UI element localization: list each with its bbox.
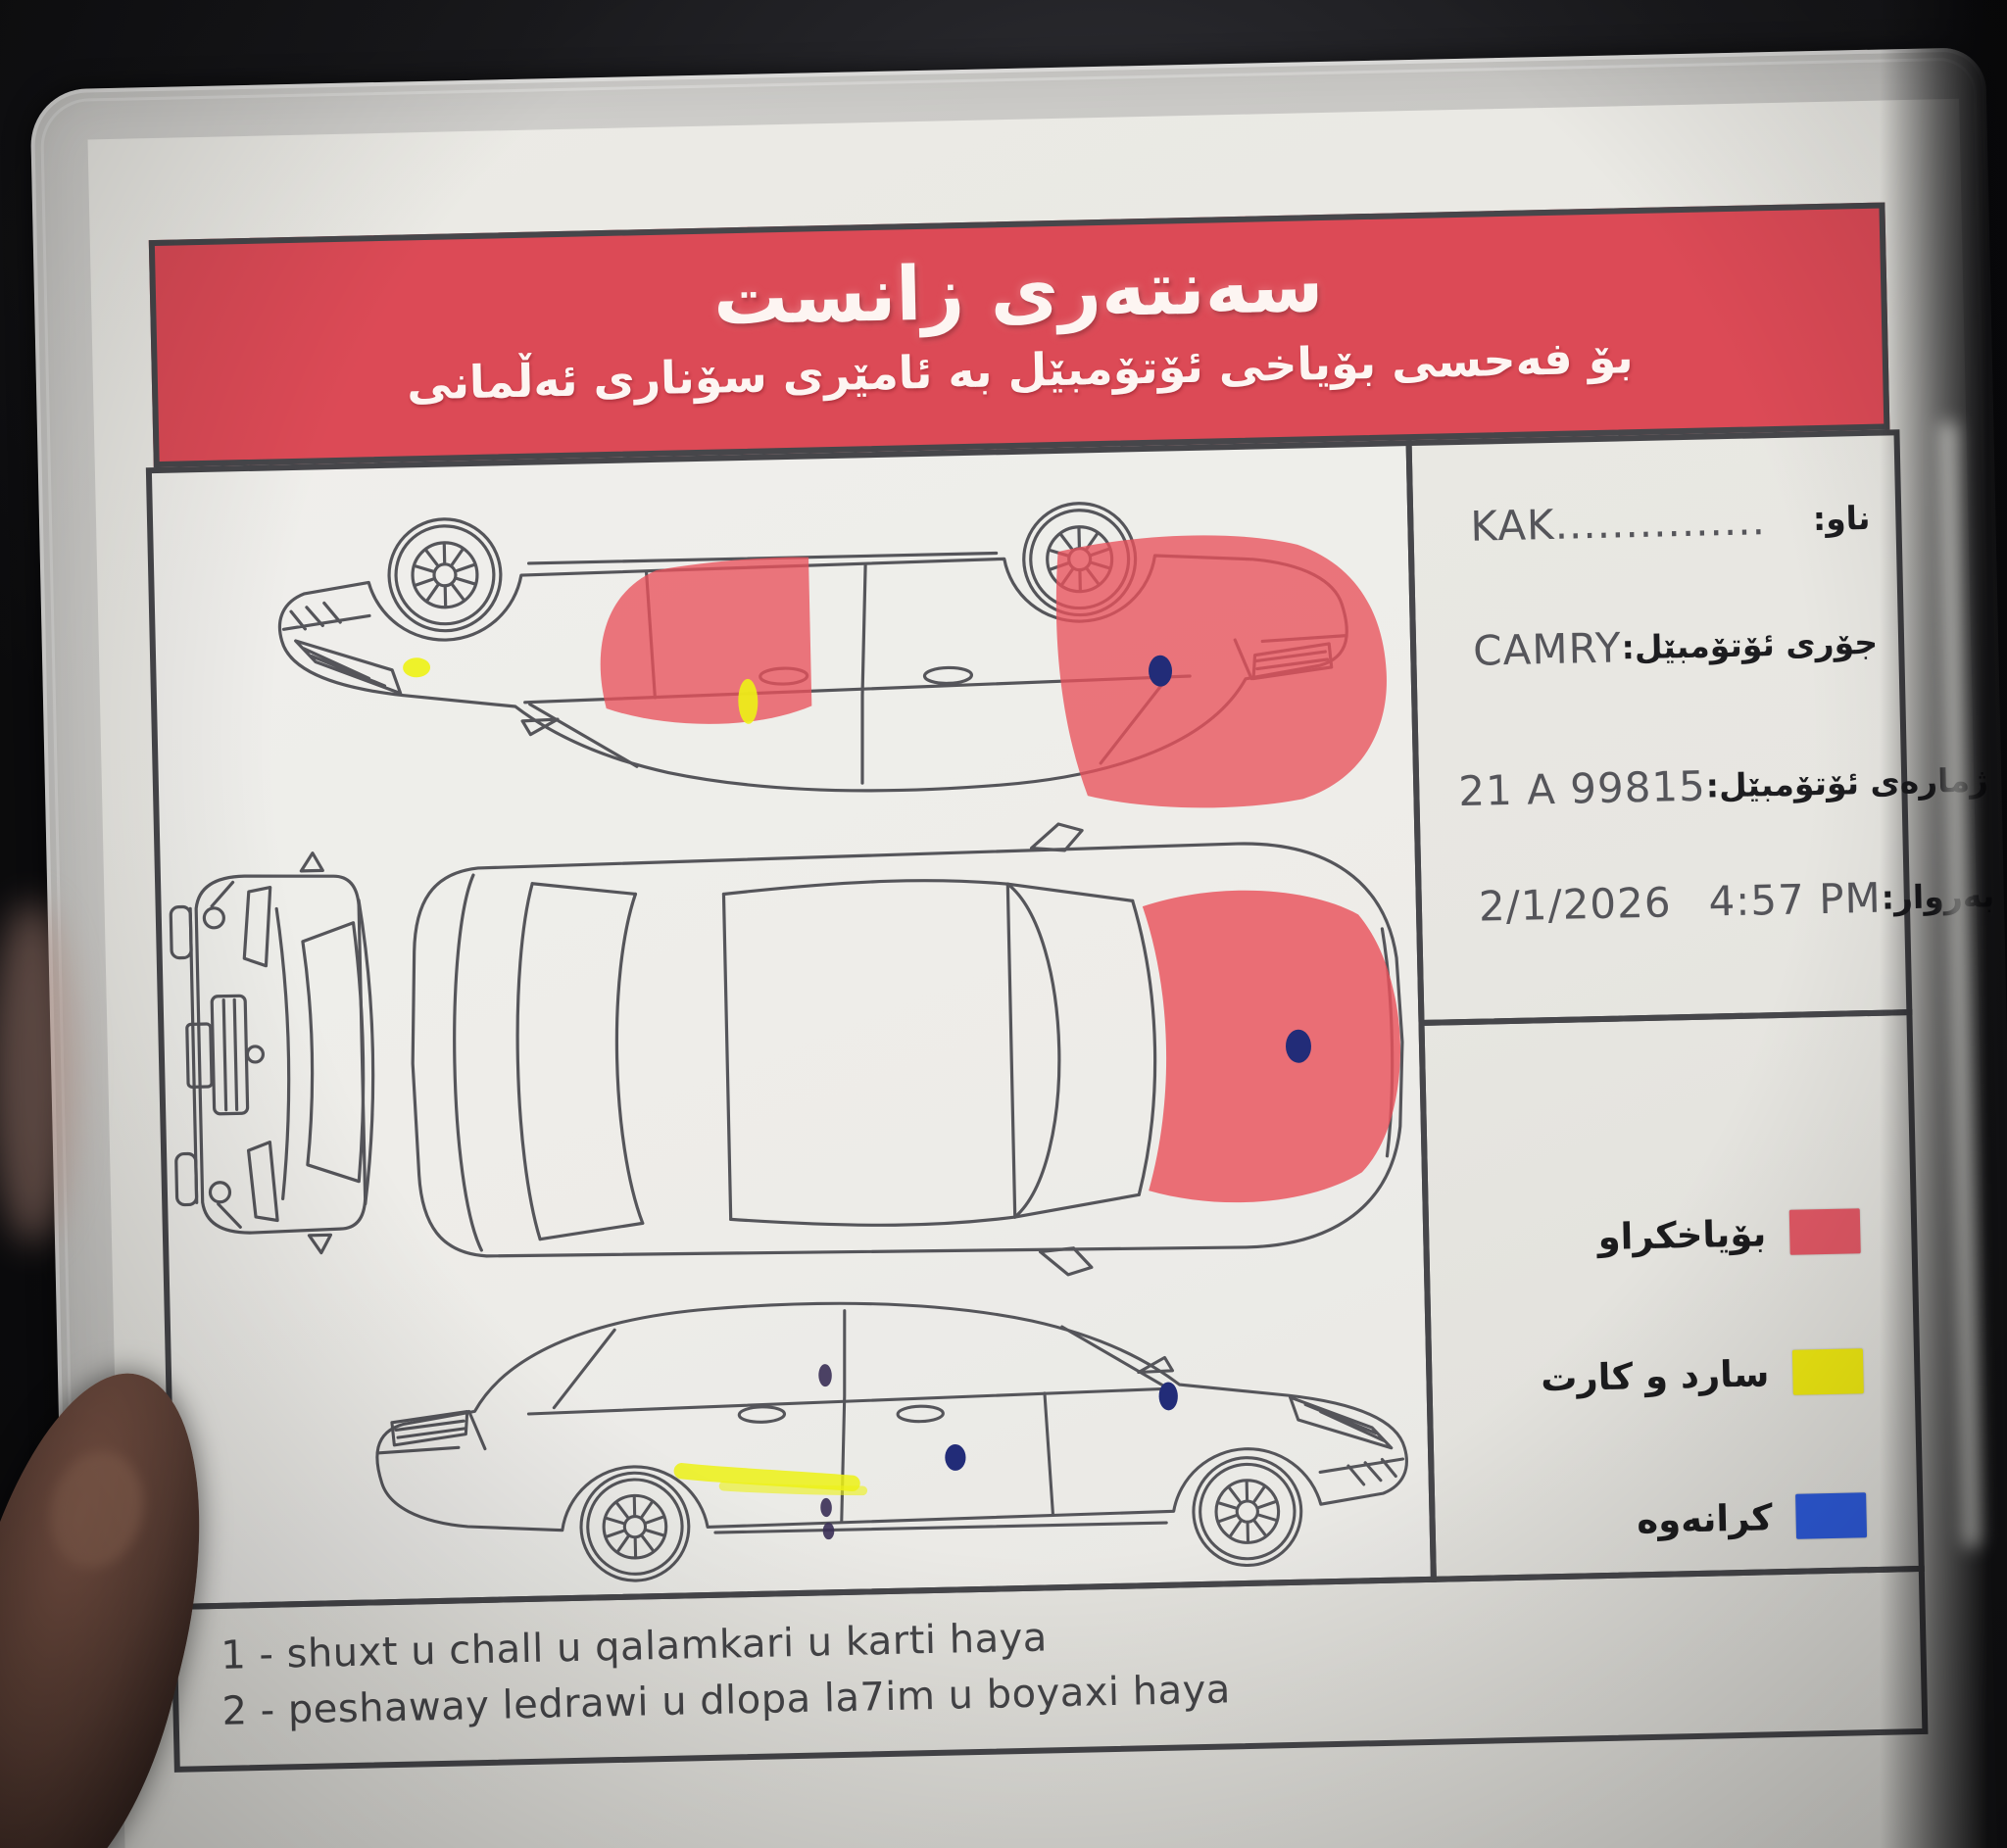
reopened-dot [1285,1029,1311,1063]
header-banner: سەنتەری زانست بۆ فەحسی بۆیاخی ئۆتۆمبێل ب… [148,202,1890,468]
reopened-dot [1158,1382,1178,1411]
painted-area-door [600,557,812,724]
name-value: KAK............... [1469,495,1767,551]
reopened-dot [1149,655,1173,687]
date-part: 2/1/2026 [1478,877,1673,931]
legend-swatch-blue [1795,1492,1868,1539]
card-right-edge-shadow [1880,0,2007,1848]
legend-item-painted: بۆیاخکراو [1429,1204,1912,1266]
painted-area-hood [1142,890,1401,1203]
legend-swatch-yellow [1791,1348,1864,1395]
car-diagram-front-rotated [169,851,375,1255]
pen-mark [822,1522,835,1540]
laminated-card: سەنتەری زانست بۆ فەحسی بۆیاخی ئۆتۆمبێل ب… [29,47,2007,1848]
car-diagram-top-view [411,822,1404,1277]
cold-card-dash [738,678,759,724]
form-row-plate-number: 21 A 99815 ژمارەی ئۆتۆمبێل: [1419,747,1989,826]
legend-swatch-red [1788,1208,1861,1255]
pen-mark [818,1364,832,1387]
inspection-document: سەنتەری زانست بۆ فەحسی بۆیاخی ئۆتۆمبێل ب… [141,190,1995,1796]
form-row-car-type: CAMRY جۆری ئۆتۆمبێل: [1415,607,1898,686]
legend-panel: بۆیاخکراو سارد و کارت کرانەوە [1418,1009,1925,1582]
car-type-value: CAMRY [1472,622,1623,675]
paper-sheet: سەنتەری زانست بۆ فەحسی بۆیاخی ئۆتۆمبێل ب… [87,98,1999,1848]
pen-mark [820,1497,832,1518]
form-row-name: KAK............... ناو: [1413,482,1896,561]
car-diagram-side-view [296,1241,1451,1599]
cold-card-spot [403,657,431,678]
legend-label-reopened: کرانەوە [1636,1495,1774,1541]
date-value: 2/1/2026 4:57 PM [1478,873,1882,930]
cold-card-line-smudge [718,1481,868,1496]
cold-card-line [673,1463,860,1492]
name-label: ناو: [1812,498,1871,538]
car-diagram-side-flipped [260,485,1387,808]
car-type-label: جۆری ئۆتۆمبێل: [1621,622,1879,666]
finger-behind-card [0,901,74,1244]
legend-label-painted: بۆیاخکراو [1597,1211,1767,1258]
vehicle-info-panel: KAK............... ناو: CAMRY جۆری ئۆتۆم… [1405,429,1995,1027]
painted-area-rear-quarter [1055,535,1387,808]
thumbnail [38,1441,155,1579]
legend-item-cold-card: سارد و کارت [1432,1344,1915,1406]
legend-label-cold-card: سارد و کارت [1540,1351,1770,1399]
reopened-dot [945,1443,966,1471]
time-part: 4:57 PM [1707,873,1883,926]
legend-item-reopened: کرانەوە [1435,1488,1918,1550]
plate-number-value: 21 A 99815 [1457,761,1707,815]
